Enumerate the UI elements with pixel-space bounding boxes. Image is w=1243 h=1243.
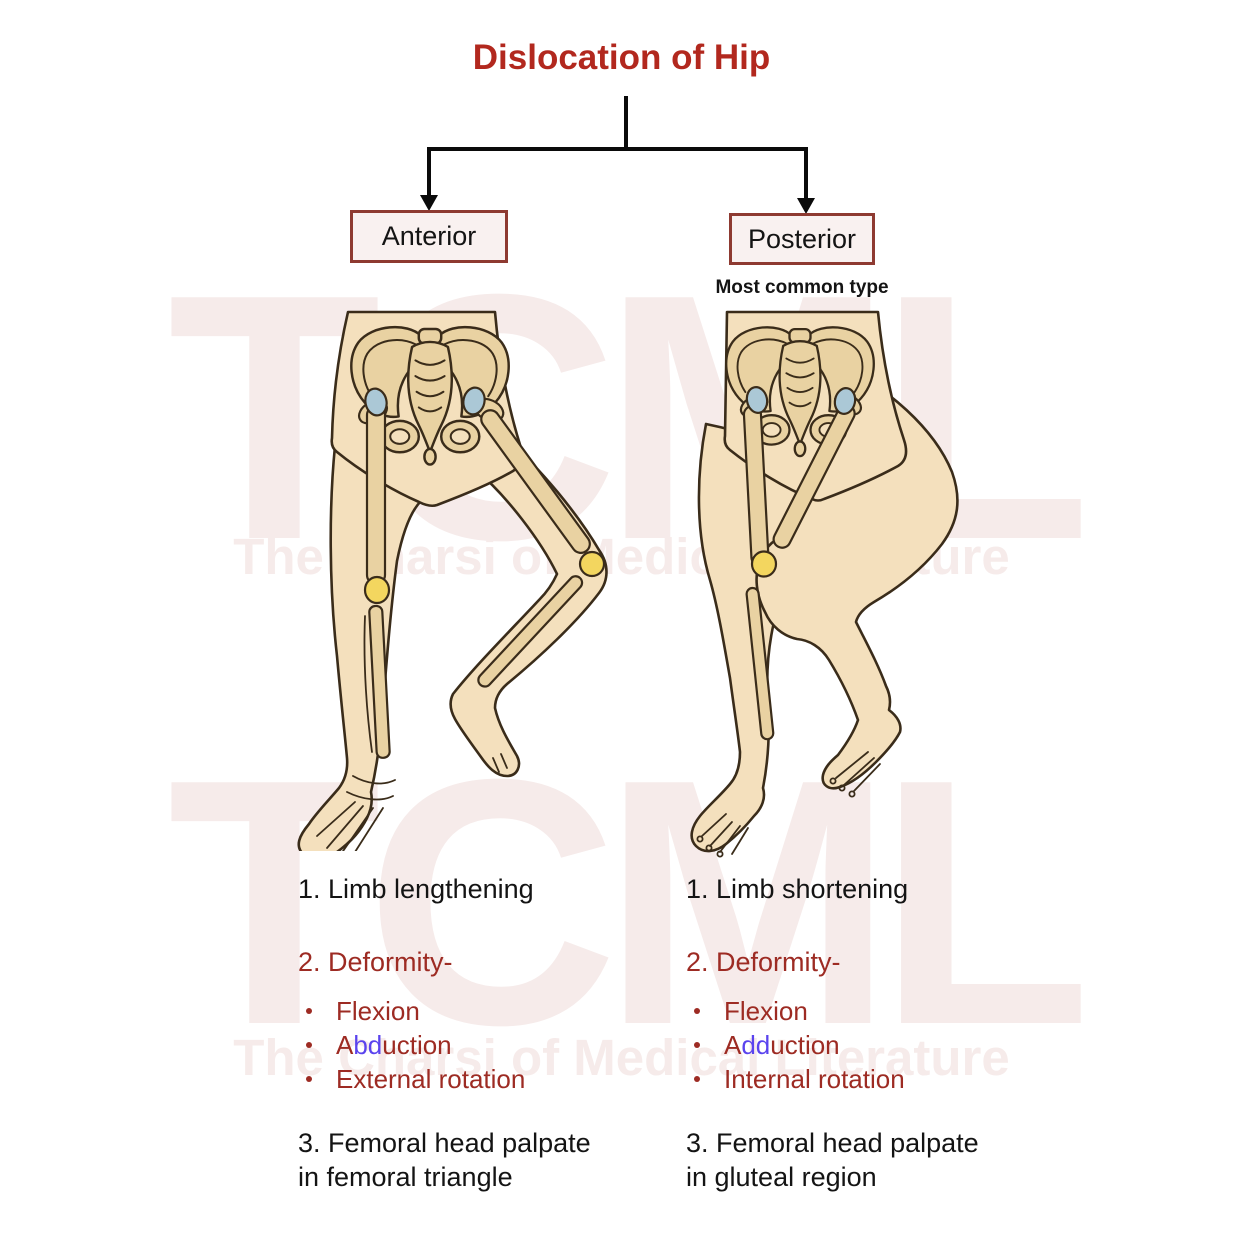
bullet-dot (306, 1076, 312, 1082)
right-hip-joint-marker (462, 386, 486, 416)
list-item: Flexion (298, 994, 688, 1028)
posterior-box: Posterior (729, 213, 875, 265)
anterior-point-3-line1: 3. Femoral head palpate (298, 1128, 591, 1158)
list-item: Internal rotation (686, 1062, 1076, 1096)
posterior-dislocation-illustration (690, 310, 959, 858)
posterior-point-3: 3. Femoral head palpate in gluteal regio… (686, 1126, 1076, 1194)
bullet-dot (306, 1008, 312, 1014)
left-patella (363, 575, 391, 605)
posterior-note: Most common type (715, 277, 889, 298)
posterior-point-2: 2. Deformity- (686, 947, 841, 977)
posterior-findings-column: 1. Limb shortening 2. Deformity- Flexion… (686, 874, 1076, 1194)
anterior-point-2: 2. Deformity- (298, 947, 453, 977)
right-hip-joint-marker (833, 387, 857, 415)
foot-details (696, 751, 881, 858)
anterior-findings-column: 1. Limb lengthening 2. Deformity- Flexio… (298, 874, 688, 1194)
posterior-skeleton (696, 326, 881, 858)
deformity-flexion: Flexion (336, 995, 420, 1026)
anterior-left-leg (297, 444, 423, 851)
list-item: External rotation (298, 1062, 688, 1096)
bullet-dot (306, 1042, 312, 1048)
bullet-dot (694, 1042, 700, 1048)
watermark-tcml-bottom: TCML (167, 707, 1092, 1098)
deformity-flexion: Flexion (724, 995, 808, 1026)
deformity-external-rotation: External rotation (336, 1063, 526, 1094)
anterior-point-3: 3. Femoral head palpate in femoral trian… (298, 1126, 688, 1194)
deformity-internal-rotation: Internal rotation (724, 1063, 905, 1094)
list-item: Adduction (686, 1028, 1076, 1062)
anterior-box: Anterior (350, 210, 508, 263)
watermark-tagline-bottom: The Charsi of Medical Literature (233, 1029, 1010, 1086)
deformity-abduction: Abduction (336, 1029, 452, 1060)
foot-bones (316, 753, 508, 851)
deformity-adduction: Adduction (724, 1029, 840, 1060)
down-arrow-icon (420, 195, 438, 211)
left-tibia-bone (745, 586, 775, 741)
posterior-point-1: 1. Limb shortening (686, 874, 909, 904)
left-hip-joint-marker (364, 387, 388, 417)
anterior-skeleton (316, 325, 606, 851)
posterior-deformity-list: Flexion Adduction Internal rotation (686, 994, 1076, 1096)
right-patella (578, 550, 606, 578)
posterior-box-label: Posterior (747, 223, 857, 254)
bullet-dot (694, 1076, 700, 1082)
anterior-box-label: Anterior (381, 221, 477, 251)
anterior-deformity-list: Flexion Abduction External rotation (298, 994, 688, 1096)
down-arrow-icon (797, 198, 815, 214)
left-hip-joint-marker (745, 386, 769, 414)
anterior-point-3-line2: in femoral triangle (298, 1162, 513, 1192)
anterior-dislocation-illustration (297, 310, 608, 851)
knee-patella (750, 550, 778, 578)
page-title: Dislocation of Hip (472, 38, 771, 77)
anterior-point-1: 1. Limb lengthening (298, 874, 534, 904)
left-tibia-bone (363, 604, 391, 759)
posterior-point-3-line1: 3. Femoral head palpate (686, 1128, 979, 1158)
right-tibia-bone (477, 575, 584, 688)
posterior-skin-silhouette (690, 310, 959, 853)
bullet-dot (694, 1008, 700, 1014)
tree-connector (420, 96, 815, 214)
anterior-skin-silhouette (297, 310, 608, 851)
posterior-point-3-line2: in gluteal region (686, 1162, 877, 1192)
list-item: Flexion (686, 994, 1076, 1028)
list-item: Abduction (298, 1028, 688, 1062)
